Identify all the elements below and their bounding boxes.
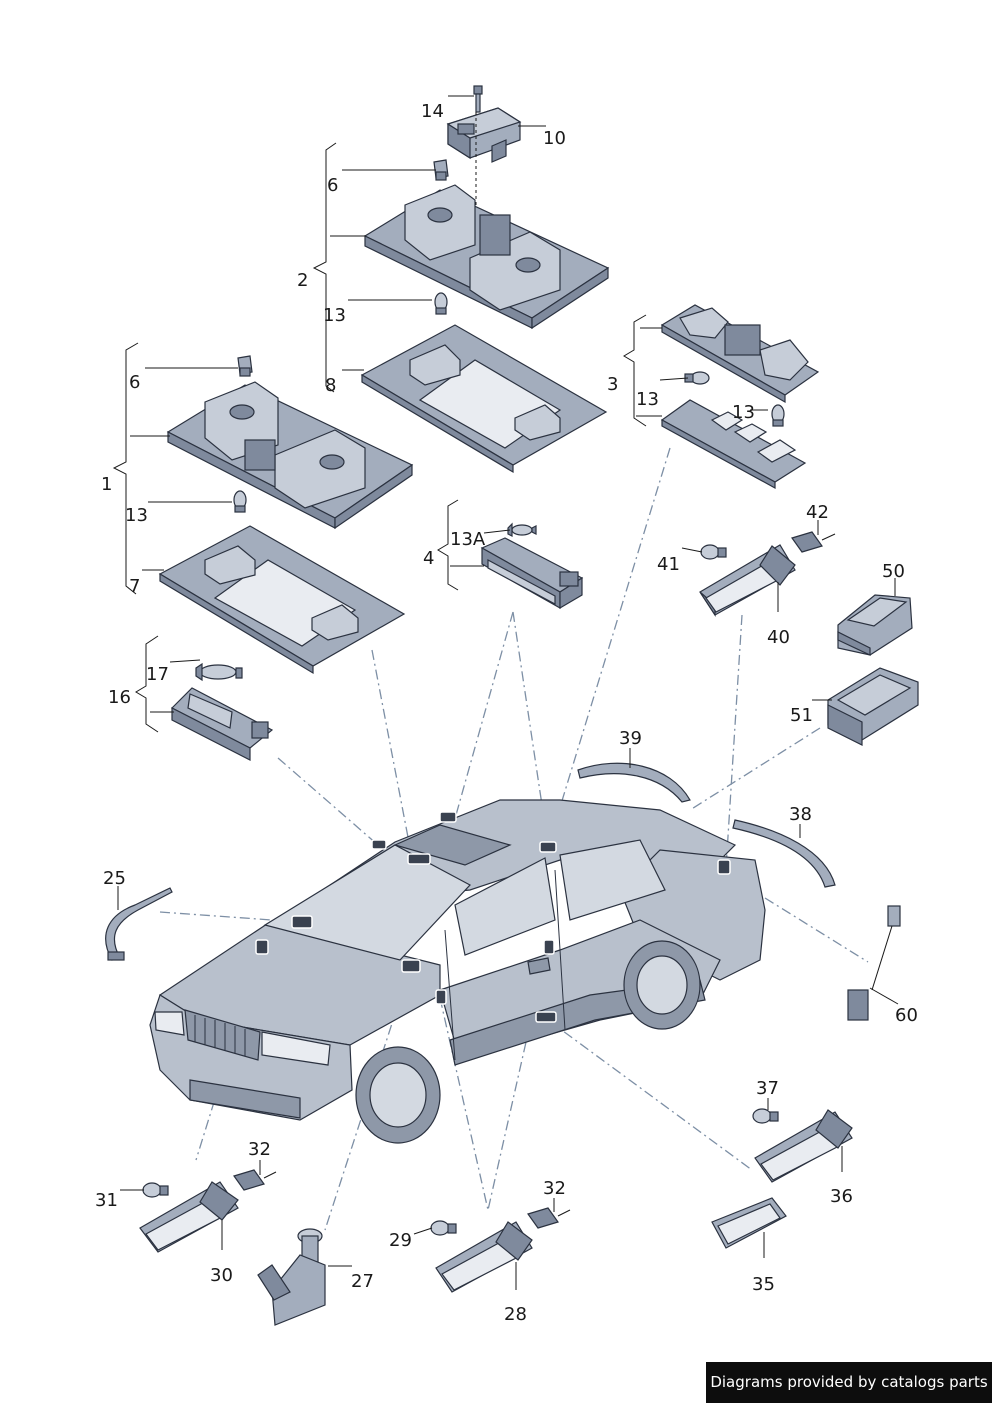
label-36: 36 bbox=[830, 1186, 853, 1207]
label-6-left: 6 bbox=[129, 372, 140, 393]
clip-6-top bbox=[433, 159, 449, 181]
leader-lines bbox=[117, 95, 899, 1290]
label-50: 50 bbox=[882, 561, 905, 582]
switch-27 bbox=[257, 1228, 326, 1326]
cover-50 bbox=[837, 594, 913, 656]
label-37: 37 bbox=[756, 1078, 779, 1099]
bulb-13-top bbox=[434, 292, 448, 315]
sensor-60 bbox=[847, 905, 901, 1021]
label-32-mid: 32 bbox=[543, 1178, 566, 1199]
bulb-13-r2 bbox=[771, 404, 785, 427]
label-60: 60 bbox=[895, 1005, 918, 1026]
label-39: 39 bbox=[619, 728, 642, 749]
watermark-banner: Diagrams provided by catalogs parts bbox=[706, 1362, 992, 1403]
label-41: 41 bbox=[657, 554, 680, 575]
frame-plate-3 bbox=[660, 399, 807, 490]
label-3: 3 bbox=[607, 374, 618, 395]
control-unit-10 bbox=[446, 107, 522, 163]
lens-35 bbox=[711, 1197, 787, 1249]
label-2: 2 bbox=[297, 270, 308, 291]
trim-frame-8 bbox=[360, 324, 608, 474]
label-28: 28 bbox=[504, 1304, 527, 1325]
bulb-37 bbox=[752, 1108, 779, 1124]
connector-42 bbox=[791, 531, 836, 553]
label-8: 8 bbox=[325, 375, 336, 396]
bulb-13A bbox=[507, 522, 537, 537]
label-13-left: 13 bbox=[125, 505, 148, 526]
label-35: 35 bbox=[752, 1274, 775, 1295]
label-38: 38 bbox=[789, 804, 812, 825]
label-40: 40 bbox=[767, 627, 790, 648]
bulb-41 bbox=[700, 544, 727, 560]
bulb-13-r1 bbox=[684, 371, 710, 385]
label-13-r1: 13 bbox=[636, 389, 659, 410]
label-10: 10 bbox=[543, 128, 566, 149]
label-51: 51 bbox=[790, 705, 813, 726]
bulb-31 bbox=[142, 1182, 169, 1198]
lamp-28 bbox=[435, 1221, 533, 1293]
handle-39 bbox=[577, 762, 691, 803]
label-25: 25 bbox=[103, 868, 126, 889]
module-51 bbox=[827, 667, 919, 746]
screw-14 bbox=[473, 85, 483, 113]
lamp-40 bbox=[699, 544, 796, 618]
label-6-top: 6 bbox=[327, 175, 338, 196]
clip-6-left bbox=[237, 355, 253, 377]
lamp-36 bbox=[754, 1109, 853, 1183]
bulb-29 bbox=[430, 1220, 457, 1236]
label-1: 1 bbox=[101, 474, 112, 495]
label-14: 14 bbox=[421, 101, 444, 122]
car-body bbox=[149, 799, 766, 1144]
label-27: 27 bbox=[351, 1271, 374, 1292]
label-17: 17 bbox=[146, 664, 169, 685]
label-31: 31 bbox=[95, 1190, 118, 1211]
label-42: 42 bbox=[806, 502, 829, 523]
label-13-r2: 13 bbox=[732, 402, 755, 423]
handle-38 bbox=[732, 819, 836, 888]
label-30: 30 bbox=[210, 1265, 233, 1286]
label-16: 16 bbox=[108, 687, 131, 708]
trim-frame-7 bbox=[158, 525, 406, 675]
lamp-30 bbox=[139, 1181, 239, 1253]
label-4: 4 bbox=[423, 548, 434, 569]
bulb-17 bbox=[195, 662, 243, 682]
bulb-13-left bbox=[233, 490, 247, 513]
label-13-top: 13 bbox=[323, 305, 346, 326]
braces bbox=[112, 142, 647, 733]
connector-32-mid bbox=[527, 1207, 571, 1229]
lamp-16 bbox=[170, 687, 274, 761]
connector-32-left bbox=[233, 1169, 277, 1191]
cable-25 bbox=[105, 887, 173, 961]
label-7: 7 bbox=[129, 576, 140, 597]
housing-3 bbox=[660, 304, 820, 404]
label-13A: 13A bbox=[450, 529, 486, 550]
housing-1 bbox=[166, 381, 414, 530]
lamp-4 bbox=[480, 537, 584, 610]
label-32-left: 32 bbox=[248, 1139, 271, 1160]
housing-2 bbox=[363, 184, 610, 330]
part-labels: 14 10 6 2 13 8 6 1 13 7 3 13 13 13A 4 17… bbox=[95, 101, 918, 1325]
label-29: 29 bbox=[389, 1230, 412, 1251]
